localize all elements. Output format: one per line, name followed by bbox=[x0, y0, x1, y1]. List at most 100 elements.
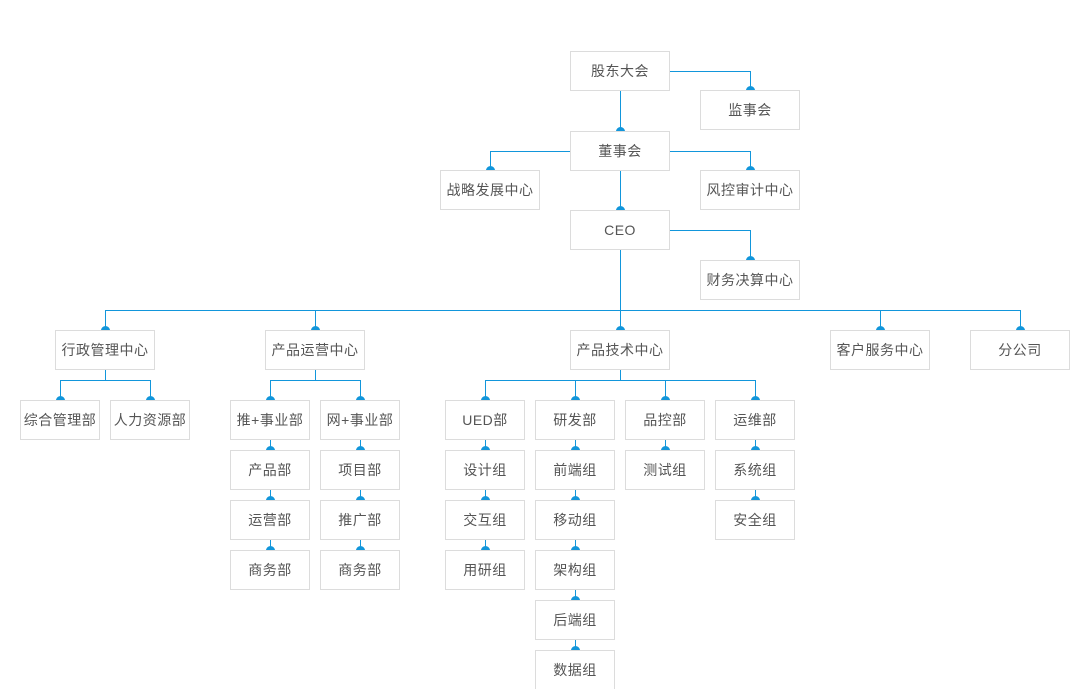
connector-wangplus-to-project bbox=[360, 440, 361, 450]
connector-backend-to-datagroup bbox=[575, 640, 576, 650]
org-node-branch[interactable]: 分公司 bbox=[970, 330, 1070, 370]
connector-design-to-interaction bbox=[485, 490, 486, 500]
org-node-label: 网+事业部 bbox=[326, 412, 394, 428]
org-node-label: 人力资源部 bbox=[113, 412, 187, 428]
connector-board-to-strategy bbox=[490, 151, 570, 152]
org-node-project[interactable]: 项目部 bbox=[320, 450, 400, 490]
org-node-prodtech[interactable]: 产品技术中心 bbox=[570, 330, 670, 370]
connector-prodtech-to-ops bbox=[755, 380, 756, 400]
connector-rd-to-frontend bbox=[575, 440, 576, 450]
connector-ceo-to-admin bbox=[105, 310, 106, 330]
org-node-label: 运维部 bbox=[733, 412, 777, 428]
org-node-label: 产品部 bbox=[248, 462, 292, 478]
connector-prodtech-stem bbox=[620, 370, 621, 380]
org-node-ued[interactable]: UED部 bbox=[445, 400, 525, 440]
connector-shareholders-to-board bbox=[620, 91, 621, 131]
connector-ceo-to-prodops bbox=[315, 310, 316, 330]
org-node-label: 数据组 bbox=[553, 662, 597, 678]
connector-product-to-operation bbox=[270, 490, 271, 500]
org-node-label: 推广部 bbox=[338, 512, 382, 528]
connector-admin-stem bbox=[105, 370, 106, 380]
org-node-business1[interactable]: 商务部 bbox=[230, 550, 310, 590]
connector-ceo-to-branch bbox=[1020, 310, 1021, 330]
connector-project-to-promotion bbox=[360, 490, 361, 500]
org-node-tuiplus[interactable]: 推+事业部 bbox=[230, 400, 310, 440]
org-node-customer[interactable]: 客户服务中心 bbox=[830, 330, 930, 370]
org-node-prodops[interactable]: 产品运营中心 bbox=[265, 330, 365, 370]
org-node-riskaudit[interactable]: 风控审计中心 bbox=[700, 170, 800, 210]
org-node-label: CEO bbox=[604, 222, 636, 238]
org-node-system[interactable]: 系统组 bbox=[715, 450, 795, 490]
org-node-test[interactable]: 测试组 bbox=[625, 450, 705, 490]
org-node-label: 分公司 bbox=[998, 342, 1042, 358]
connector-frontend-to-mobile bbox=[575, 490, 576, 500]
connector-tuiplus-to-product bbox=[270, 440, 271, 450]
org-node-label: 系统组 bbox=[733, 462, 777, 478]
org-node-label: 董事会 bbox=[598, 143, 642, 159]
org-node-label: 客户服务中心 bbox=[836, 342, 924, 358]
connector-ceo-to-customer bbox=[880, 310, 881, 330]
connector-prodtech-to-qc bbox=[665, 380, 666, 400]
connector-ceo-stem bbox=[620, 250, 621, 310]
org-node-label: 股东大会 bbox=[591, 63, 649, 79]
org-node-label: 设计组 bbox=[463, 462, 507, 478]
org-node-shareholders[interactable]: 股东大会 bbox=[570, 51, 670, 91]
connector-prodops-bus bbox=[270, 380, 360, 381]
org-node-finance[interactable]: 财务决算中心 bbox=[700, 260, 800, 300]
org-node-general[interactable]: 综合管理部 bbox=[20, 400, 100, 440]
org-node-business2[interactable]: 商务部 bbox=[320, 550, 400, 590]
org-node-security[interactable]: 安全组 bbox=[715, 500, 795, 540]
org-node-label: 研发部 bbox=[553, 412, 597, 428]
connector-admin-to-hr bbox=[150, 380, 151, 400]
connector-board-to-riskaudit bbox=[670, 151, 750, 152]
org-node-label: 项目部 bbox=[338, 462, 382, 478]
connector-architecture-to-backend bbox=[575, 590, 576, 600]
connector-operation-to-business1 bbox=[270, 540, 271, 550]
org-node-label: 产品技术中心 bbox=[576, 342, 664, 358]
org-node-ceo[interactable]: CEO bbox=[570, 210, 670, 250]
connector-prodops-to-wangplus bbox=[360, 380, 361, 400]
org-node-datagroup[interactable]: 数据组 bbox=[535, 650, 615, 689]
org-node-operation[interactable]: 运营部 bbox=[230, 500, 310, 540]
org-node-label: 风控审计中心 bbox=[706, 182, 794, 198]
connector-prodops-stem bbox=[315, 370, 316, 380]
org-node-supervisors[interactable]: 监事会 bbox=[700, 90, 800, 130]
connector-board-to-ceo bbox=[620, 171, 621, 210]
org-node-ops[interactable]: 运维部 bbox=[715, 400, 795, 440]
org-node-wangplus[interactable]: 网+事业部 bbox=[320, 400, 400, 440]
org-node-label: 移动组 bbox=[553, 512, 597, 528]
org-node-admin[interactable]: 行政管理中心 bbox=[55, 330, 155, 370]
org-node-label: 交互组 bbox=[463, 512, 507, 528]
org-node-board[interactable]: 董事会 bbox=[570, 131, 670, 171]
connector-ceo-bus bbox=[105, 310, 1020, 311]
org-node-label: 架构组 bbox=[553, 562, 597, 578]
org-node-label: 用研组 bbox=[463, 562, 507, 578]
org-node-label: 运营部 bbox=[248, 512, 292, 528]
org-node-design[interactable]: 设计组 bbox=[445, 450, 525, 490]
org-node-frontend[interactable]: 前端组 bbox=[535, 450, 615, 490]
connector-admin-to-general bbox=[60, 380, 61, 400]
connector-ceo-to-prodtech bbox=[620, 310, 621, 330]
org-node-label: 综合管理部 bbox=[23, 412, 97, 428]
org-node-rd[interactable]: 研发部 bbox=[535, 400, 615, 440]
org-node-product[interactable]: 产品部 bbox=[230, 450, 310, 490]
org-node-promotion[interactable]: 推广部 bbox=[320, 500, 400, 540]
org-node-userresearch[interactable]: 用研组 bbox=[445, 550, 525, 590]
org-node-backend[interactable]: 后端组 bbox=[535, 600, 615, 640]
org-node-qc[interactable]: 品控部 bbox=[625, 400, 705, 440]
connector-mobile-to-architecture bbox=[575, 540, 576, 550]
org-node-hr[interactable]: 人力资源部 bbox=[110, 400, 190, 440]
org-node-mobile[interactable]: 移动组 bbox=[535, 500, 615, 540]
connector-system-to-security bbox=[755, 490, 756, 500]
org-node-architecture[interactable]: 架构组 bbox=[535, 550, 615, 590]
org-node-strategy[interactable]: 战略发展中心 bbox=[440, 170, 540, 210]
org-node-interaction[interactable]: 交互组 bbox=[445, 500, 525, 540]
org-node-label: 安全组 bbox=[733, 512, 777, 528]
org-node-label: 品控部 bbox=[643, 412, 687, 428]
connector-ops-to-system bbox=[755, 440, 756, 450]
org-node-label: 产品运营中心 bbox=[271, 342, 359, 358]
org-node-label: 监事会 bbox=[728, 102, 772, 118]
org-node-label: 行政管理中心 bbox=[61, 342, 149, 358]
org-node-label: 财务决算中心 bbox=[706, 272, 794, 288]
